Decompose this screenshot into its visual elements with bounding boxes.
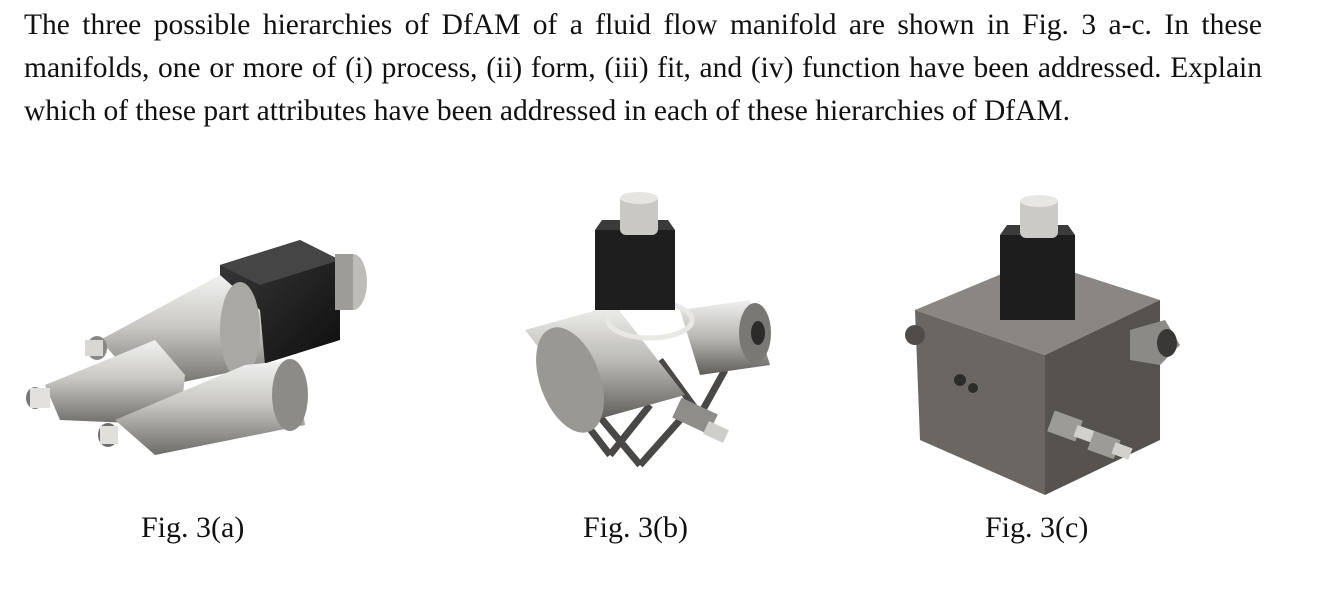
manifold-block-illustration [905,195,1180,495]
manifold-lattice-illustration [525,192,771,468]
figure-3c-image [905,190,1285,510]
question-paragraph: The three possible hierarchies of DfAM o… [24,9,1262,127]
figure-3a-caption: Fig. 3(a) [141,511,245,544]
figure-3a-image [15,190,395,510]
figure-3b-caption: Fig. 3(b) [583,511,688,544]
manifold-nozzles-illustration [26,240,367,455]
figure-3c-caption: Fig. 3(c) [985,511,1089,544]
figure-3b-image [500,190,880,510]
